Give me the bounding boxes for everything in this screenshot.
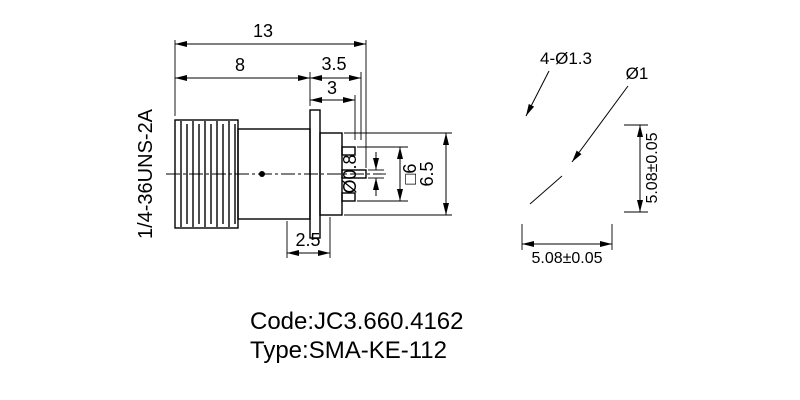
leader-corner-holes (525, 70, 550, 117)
corner-hole-bottom-left (512, 202, 532, 222)
center-hole (559, 160, 575, 176)
side-view-dimensions: 13 8 3.5 3 2.5 Ø0.8 □6 6.5 1/4-36UNS-2A (135, 21, 452, 258)
side-view (166, 109, 386, 239)
leader-continuation (529, 175, 563, 205)
horizontal-pitch-label: 5.08±0.05 (531, 250, 602, 267)
center-pin (341, 169, 367, 179)
bottom-ground-leg (341, 192, 356, 202)
corner-holes-label: 4-Ø1.3 (540, 49, 592, 68)
dim-center-pin-diameter-label: Ø0.8 (340, 154, 360, 193)
flange-and-mount (309, 109, 367, 239)
center-hole-label: Ø1 (626, 64, 649, 83)
dim-total-length-label: 13 (253, 21, 273, 41)
dim-flange-height-label: 6.5 (417, 161, 437, 186)
footprint-dimensions: 4-Ø1.3 Ø1 5.08±0.05 5.08±0.05 (521, 49, 661, 267)
leader-center-hole (571, 85, 629, 163)
code-text: Code:JC3.660.4162 (250, 308, 464, 335)
vertical-pitch-label: 5.08±0.05 (644, 132, 661, 203)
title-block: Code:JC3.660.4162 Type:SMA-KE-112 (250, 308, 464, 364)
top-ground-leg (341, 146, 356, 156)
footprint-view: 4-Ø1.3 Ø1 5.08±0.05 5.08±0.05 (512, 49, 661, 267)
mounting-holes (512, 115, 622, 222)
dim-pin-section-label: 3 (327, 78, 337, 98)
dim-pin-offset-label: 2.5 (295, 230, 320, 250)
dim-front-section-label: 3.5 (321, 54, 346, 74)
corner-hole-top-left (512, 115, 532, 135)
body-dot (259, 171, 265, 177)
corner-hole-bottom-right (602, 202, 622, 222)
type-text: Type:SMA-KE-112 (250, 337, 447, 364)
dim-body-square-label: □6 (400, 164, 420, 185)
dim-thread-length-label: 8 (235, 55, 245, 75)
thread-spec-label: 1/4-36UNS-2A (135, 108, 157, 239)
